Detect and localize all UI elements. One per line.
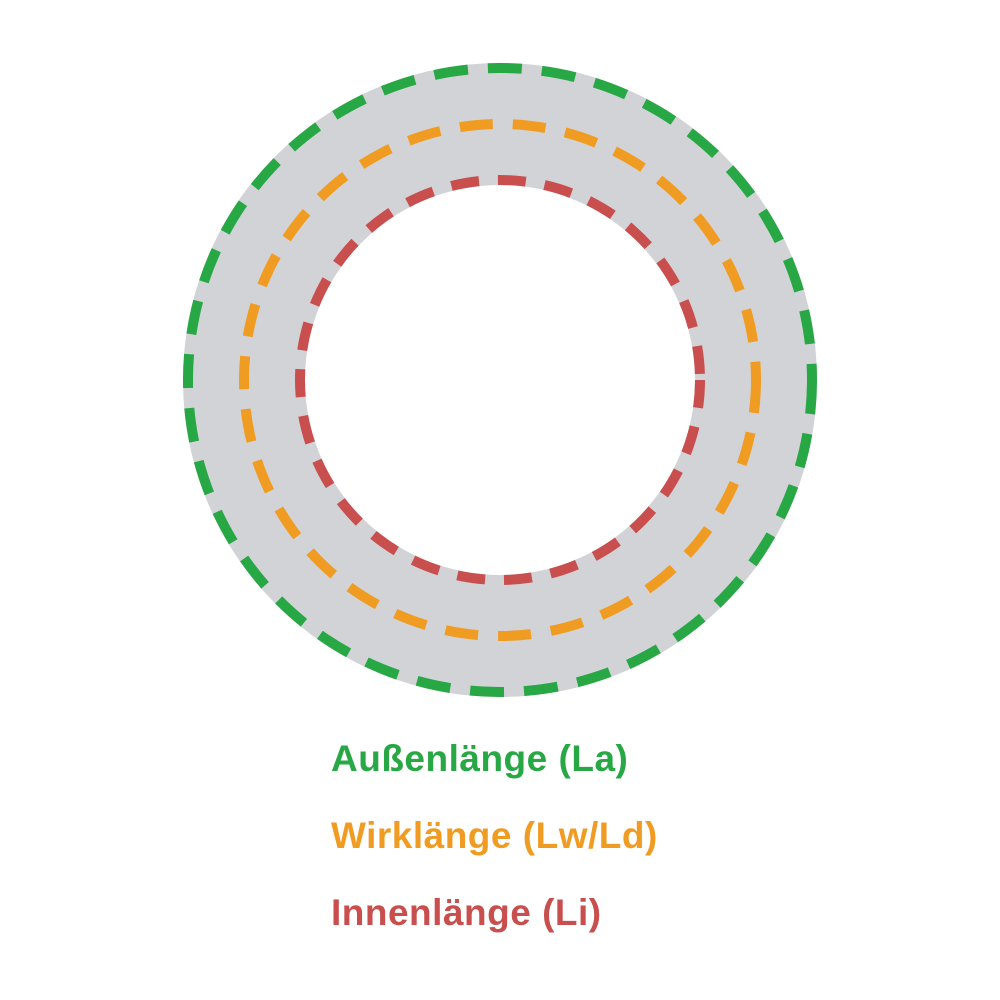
legend-inner-length-label: Innenlänge (Li) — [331, 892, 602, 933]
legend-effective-length-label: Wirklänge (Lw/Ld) — [331, 815, 658, 856]
legend-outer-length-label: Außenlänge (La) — [331, 738, 629, 779]
length-legend: Außenlänge (La) Wirklänge (Lw/Ld) Innenl… — [331, 736, 658, 967]
inner-length-circle — [295, 175, 705, 585]
effective-length-circle — [239, 119, 761, 641]
outer-length-circle — [183, 63, 817, 697]
